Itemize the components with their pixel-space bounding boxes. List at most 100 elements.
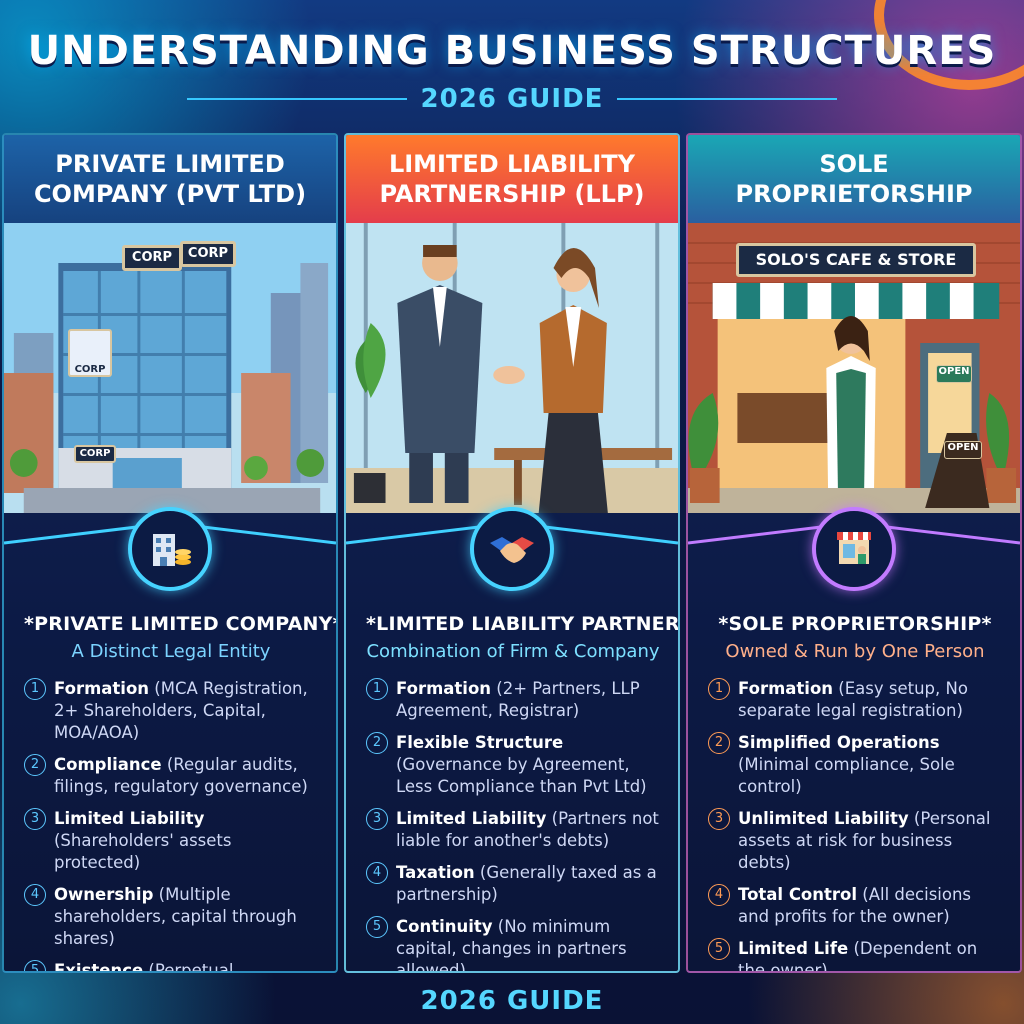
column-content: *LIMITED LIABILITY PARTNERSHIP Combinati… <box>346 613 680 973</box>
item-title: Limited Liability <box>396 809 547 828</box>
item-title: Formation <box>738 679 834 698</box>
feature-list: 1 Formation (MCA Registration, 2+ Shareho… <box>24 678 318 973</box>
column-private-limited: PRIVATE LIMITED COMPANY (PVT LTD) <box>2 133 338 973</box>
item-title: Limited Liability <box>54 809 205 828</box>
office-scene <box>346 223 678 513</box>
list-item: 1 Formation (Easy setup, No separate lega… <box>708 678 1002 722</box>
open-sign-board: OPEN <box>944 441 982 459</box>
column-sole-proprietorship: SOLE PROPRIETORSHIP <box>686 133 1022 973</box>
list-item: 4 Taxation (Generally taxed as a partners… <box>366 862 660 906</box>
item-title: Taxation <box>396 863 475 882</box>
item-title: Unlimited Liability <box>738 809 909 828</box>
structure-tagline: Combination of Firm & Company <box>366 641 660 662</box>
list-item: 2 Simplified Operations (Minimal complian… <box>708 732 1002 798</box>
list-item: 3 Limited Liability (Partners not liable … <box>366 808 660 852</box>
divider-left <box>186 98 407 100</box>
storefront-owner-icon <box>812 507 896 591</box>
item-title: Ownership <box>54 885 154 904</box>
list-item: 5 Limited Life (Dependent on the owner) <box>708 938 1002 973</box>
number-badge: 3 <box>708 808 730 830</box>
item-title: Limited Life <box>738 939 849 958</box>
cafe-name-sign: SOLO'S CAFE & STORE <box>736 243 976 277</box>
item-detail: (Multiple shareholders, capital through … <box>54 885 297 948</box>
column-header: LIMITED LIABILITY PARTNERSHIP (LLP) <box>346 135 678 223</box>
number-badge: 1 <box>24 678 46 700</box>
number-badge: 1 <box>366 678 388 700</box>
item-detail: (Regular audits, filings, regulatory gov… <box>54 755 308 796</box>
number-badge: 5 <box>708 938 730 960</box>
corp-logo-panel: CORP <box>68 329 112 377</box>
list-item: 4 Ownership (Multiple shareholders, capit… <box>24 884 318 950</box>
list-item: 3 Limited Liability (Shareholders' assets… <box>24 808 318 874</box>
item-title: Formation <box>396 679 492 698</box>
structure-kicker: *LIMITED LIABILITY PARTNERSHIP <box>366 613 680 635</box>
number-badge: 2 <box>708 732 730 754</box>
feature-list: 1 Formation (Easy setup, No separate lega… <box>708 678 1002 973</box>
item-title: Compliance <box>54 755 162 774</box>
office-building-coins-icon <box>128 507 212 591</box>
item-detail: (Generally taxed as a partnership) <box>396 863 657 904</box>
number-badge: 2 <box>366 732 388 754</box>
item-detail: (Perpetual succession) <box>148 961 234 973</box>
page-subtitle: 2026 GUIDE <box>420 84 604 114</box>
item-detail: (Governance by Agreement, Less Complianc… <box>396 755 647 796</box>
structure-tagline: A Distinct Legal Entity <box>71 641 271 662</box>
number-badge: 5 <box>366 916 388 938</box>
feature-list: 1 Formation (2+ Partners, LLP Agreement, … <box>366 678 660 973</box>
structure-kicker: *PRIVATE LIMITED COMPANY* <box>24 613 338 635</box>
corp-sign-top-right: CORP <box>180 241 236 267</box>
handshake-icon <box>470 507 554 591</box>
list-item: 1 Formation (MCA Registration, 2+ Shareho… <box>24 678 318 744</box>
column-content: *PRIVATE LIMITED COMPANY* A Distinct Leg… <box>4 613 338 973</box>
item-detail: (2+ Partners, LLP Agreement, Registrar) <box>396 679 640 720</box>
structure-kicker: *SOLE PROPRIETORSHIP* <box>718 613 992 635</box>
item-detail: (Easy setup, No separate legal registrat… <box>738 679 968 720</box>
page-footer: 2026 GUIDE <box>0 984 1024 1018</box>
item-detail: (Partners not liable for another's debts… <box>396 809 659 850</box>
structure-tagline: Owned & Run by One Person <box>725 641 985 662</box>
list-item: 5 Continuity (No minimum capital, changes… <box>366 916 660 973</box>
city-scene <box>4 223 336 513</box>
storefront-illustration: SOLO'S CAFE & STORE OPEN OPEN <box>688 223 1020 513</box>
item-title: Flexible Structure <box>396 733 564 752</box>
list-item: 2 Flexible Structure (Governance by Agree… <box>366 732 660 798</box>
number-badge: 4 <box>708 884 730 906</box>
subtitle-row: 2026 GUIDE <box>0 84 1024 114</box>
corp-sign-top-left: CORP <box>122 245 182 271</box>
item-title: Total Control <box>738 885 858 904</box>
item-detail: (Shareholders' assets protected) <box>54 831 232 872</box>
number-badge: 3 <box>24 808 46 830</box>
number-badge: 2 <box>24 754 46 776</box>
item-detail: (Minimal compliance, Sole control) <box>738 755 955 796</box>
item-detail: (Dependent on the owner) <box>738 939 978 973</box>
page-header: UNDERSTANDING BUSINESS STRUCTURES 2026 G… <box>0 28 1024 114</box>
page-title: UNDERSTANDING BUSINESS STRUCTURES <box>27 28 997 74</box>
number-badge: 5 <box>24 960 46 971</box>
column-header: PRIVATE LIMITED COMPANY (PVT LTD) <box>4 135 336 223</box>
column-content: *SOLE PROPRIETORSHIP* Owned & Run by One… <box>688 613 1020 973</box>
structure-columns: PRIVATE LIMITED COMPANY (PVT LTD) <box>0 133 1024 973</box>
office-building-illustration: CORP CORP CORP CORP <box>4 223 336 513</box>
list-item: 4 Total Control (All decisions and profit… <box>708 884 1002 928</box>
item-detail: (No minimum capital, changes in partners… <box>396 917 627 973</box>
list-item: 1 Formation (2+ Partners, LLP Agreement, … <box>366 678 660 722</box>
number-badge: 4 <box>366 862 388 884</box>
handshake-illustration <box>346 223 678 513</box>
item-title: Formation <box>54 679 150 698</box>
item-detail: (All decisions and profits for the owner… <box>738 885 972 926</box>
list-item: 2 Compliance (Regular audits, filings, re… <box>24 754 318 798</box>
open-sign-door: OPEN <box>936 365 972 383</box>
divider-right <box>617 98 838 100</box>
number-badge: 4 <box>24 884 46 906</box>
number-badge: 3 <box>366 808 388 830</box>
footer-label: 2026 GUIDE <box>420 986 604 1016</box>
corp-entrance-sign: CORP <box>74 445 116 463</box>
item-detail: (MCA Registration, 2+ Shareholders, Capi… <box>54 679 308 742</box>
column-llp: LIMITED LIABILITY PARTNERSHIP (LLP) <box>344 133 680 973</box>
item-title: Simplified Operations <box>738 733 940 752</box>
number-badge: 1 <box>708 678 730 700</box>
column-header: SOLE PROPRIETORSHIP <box>688 135 1020 223</box>
item-title: Continuity <box>396 917 493 936</box>
